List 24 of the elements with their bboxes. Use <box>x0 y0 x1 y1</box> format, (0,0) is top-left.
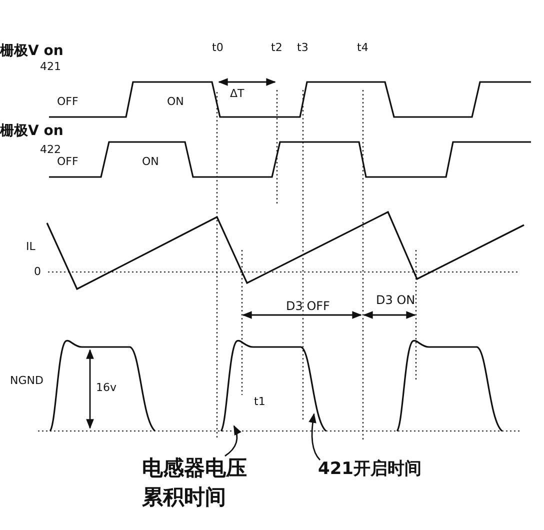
label: 0 <box>34 266 41 277</box>
label: 422 <box>40 144 61 155</box>
signal-name: 栅极V on <box>0 44 64 58</box>
signal-name: NGND <box>10 375 44 386</box>
label: OFF <box>57 96 78 107</box>
label: OFF <box>57 156 78 167</box>
callout-text: 421开启时间 <box>318 459 422 479</box>
leader-line <box>224 425 242 457</box>
callout-text: 电感器电压累积时间 <box>142 456 247 510</box>
label: ΔT <box>230 88 244 99</box>
signal-name: IL <box>26 241 36 252</box>
signal-name: 栅极V on <box>0 124 64 138</box>
label: t2 <box>271 42 282 53</box>
label: t1 <box>254 396 266 407</box>
label: t3 <box>297 42 308 53</box>
label: t4 <box>357 42 368 53</box>
label: ON <box>142 156 159 167</box>
label: D3 OFF <box>286 300 330 312</box>
label: 16v <box>96 382 117 393</box>
label: t0 <box>212 42 224 53</box>
leader-line <box>308 413 321 460</box>
label: D3 ON <box>376 294 416 306</box>
label: 421 <box>40 61 61 72</box>
label: ON <box>167 96 184 107</box>
